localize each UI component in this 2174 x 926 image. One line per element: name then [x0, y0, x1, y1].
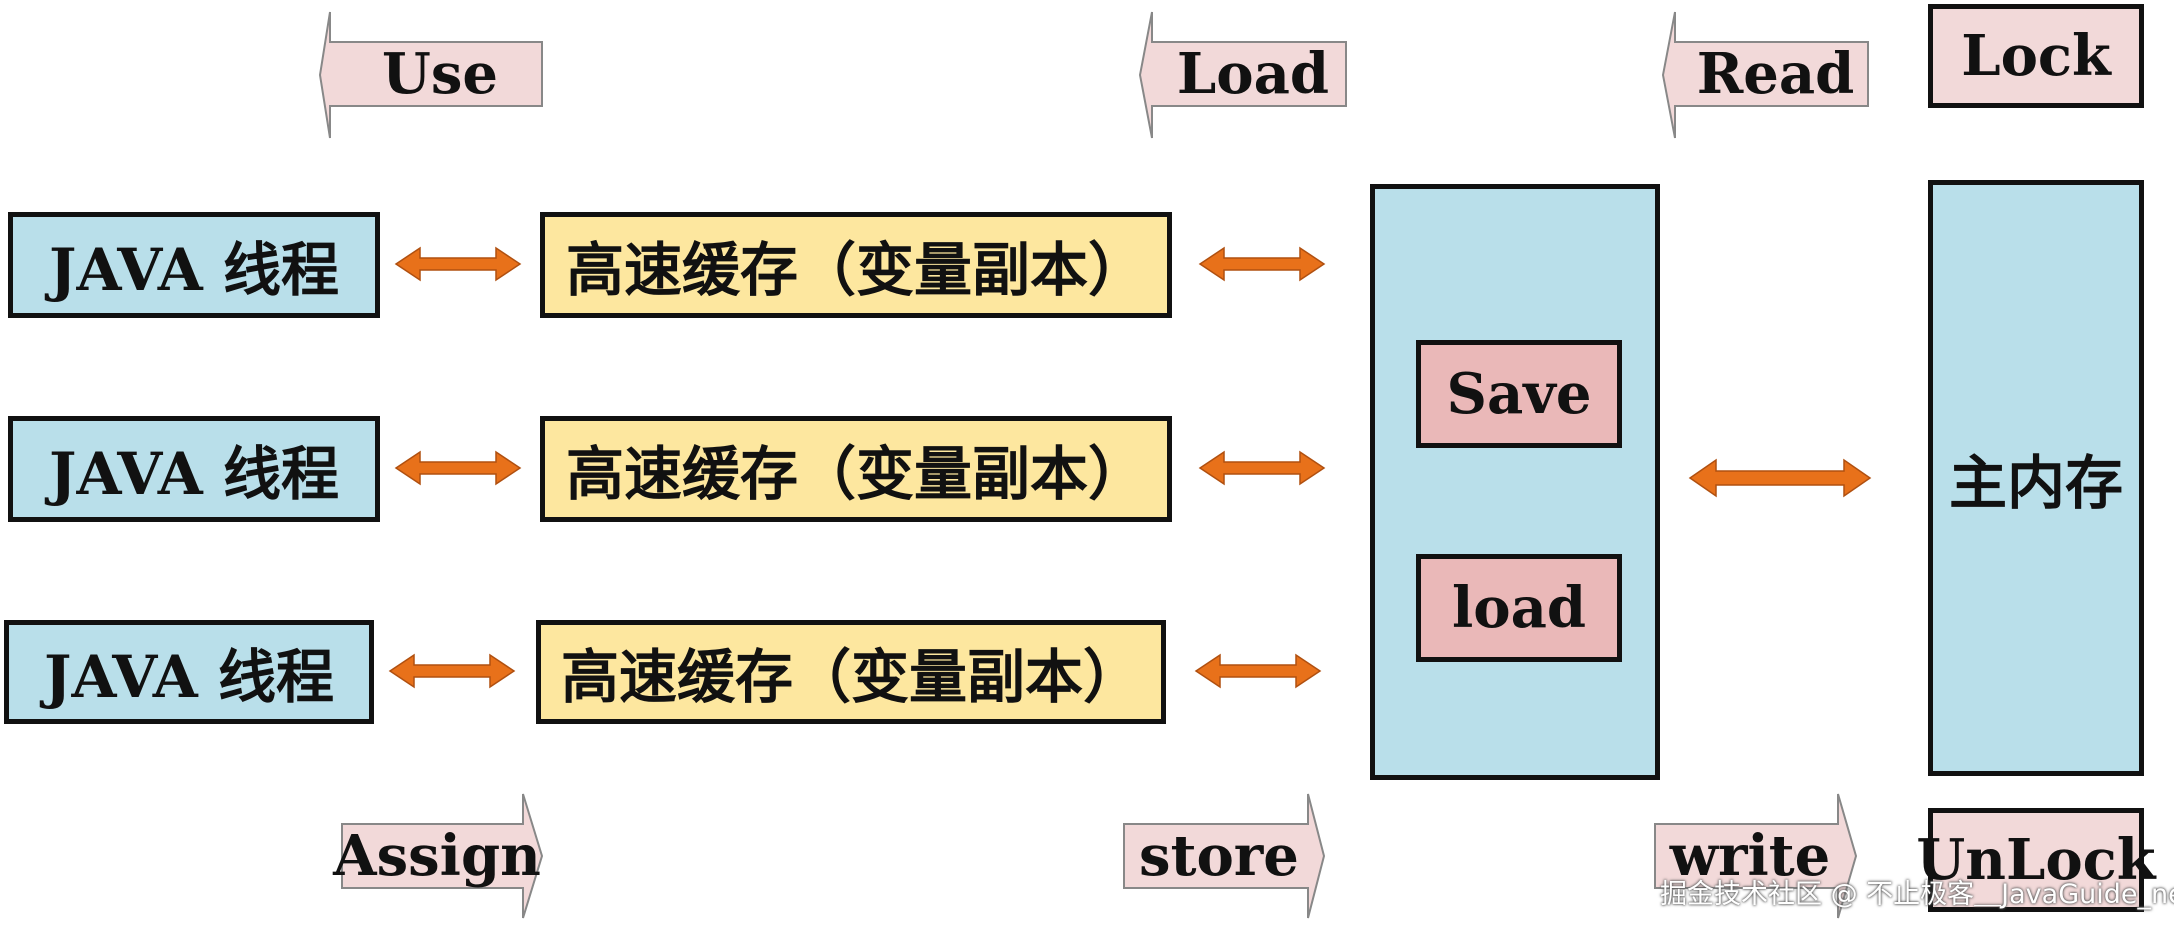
cache-memory-double-arrow-icon	[1198, 246, 1326, 282]
load-label: load	[1451, 575, 1587, 641]
thread-cache-double-arrow-icon	[394, 450, 522, 486]
write-arrow-icon	[1654, 793, 1858, 919]
cache-box: 高速缓存（变量副本）	[540, 416, 1172, 522]
watermark: 掘金技术社区 @ 不止极客＿JavaGuide_net	[1660, 879, 2174, 910]
cache-label: 高速缓存（变量副本）	[565, 236, 1146, 304]
assign-arrow-icon	[341, 793, 544, 919]
store-arrow-icon	[1123, 793, 1326, 919]
cache-box: 高速缓存（变量副本）	[540, 212, 1172, 318]
read-arrow-icon	[1661, 11, 1869, 139]
working-memory-box	[1370, 184, 1660, 780]
read-label: Read	[1696, 41, 1855, 107]
java-thread-label: JAVA 线程	[44, 643, 334, 711]
main-memory-label: 主内存	[1948, 449, 2123, 517]
java-thread-box: JAVA 线程	[8, 416, 380, 522]
unlock-box: UnLock	[1916, 808, 2156, 912]
java-thread-box: JAVA 线程	[8, 212, 380, 318]
use-arrow-icon	[318, 11, 543, 139]
assign-label: Assign	[333, 823, 541, 889]
main-memory-box: 主内存	[1928, 180, 2144, 776]
save-label: Save	[1446, 361, 1592, 427]
java-thread-label: JAVA 线程	[49, 236, 339, 304]
thread-cache-double-arrow-icon	[388, 653, 516, 689]
load-box: load	[1416, 554, 1622, 662]
store-label: store	[1139, 823, 1299, 889]
write-label: write	[1669, 823, 1831, 889]
cache-memory-double-arrow-icon	[1194, 653, 1322, 689]
cache-box: 高速缓存（变量副本）	[536, 620, 1166, 724]
java-thread-box: JAVA 线程	[4, 620, 374, 724]
save-box: Save	[1416, 340, 1622, 448]
java-thread-label: JAVA 线程	[49, 440, 339, 508]
load-label: Load	[1176, 41, 1330, 107]
lock-label: Lock	[1961, 23, 2111, 89]
cache-label: 高速缓存（变量副本）	[560, 643, 1141, 711]
unlock-label: UnLock	[1916, 827, 2156, 893]
memory-main-double-arrow-icon	[1688, 458, 1872, 498]
load-arrow-icon	[1138, 11, 1347, 139]
lock-box: Lock	[1928, 4, 2144, 108]
cache-label: 高速缓存（变量副本）	[565, 440, 1146, 508]
cache-memory-double-arrow-icon	[1198, 450, 1326, 486]
use-label: Use	[382, 41, 498, 107]
thread-cache-double-arrow-icon	[394, 246, 522, 282]
